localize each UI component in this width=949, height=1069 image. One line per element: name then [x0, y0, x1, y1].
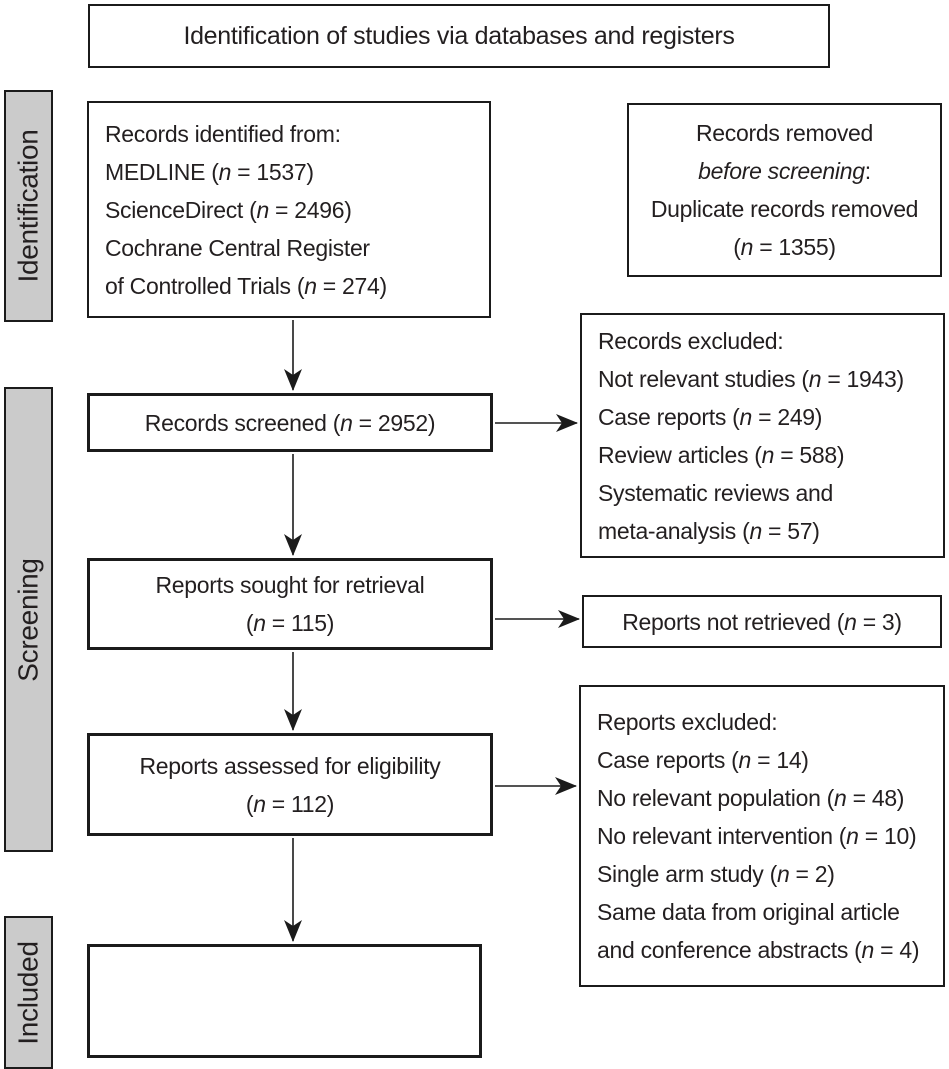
- records-excluded-text: Records excluded:Not relevant studies (n…: [598, 327, 904, 544]
- reports-excluded-text: Reports excluded:Case reports (n = 14)No…: [597, 709, 920, 963]
- sidebar-identification-label: Identification: [12, 129, 44, 283]
- box-reports-excluded: Reports excluded:Case reports (n = 14)No…: [579, 685, 945, 987]
- records-identified-text: Records identified from:MEDLINE (n = 153…: [105, 120, 387, 299]
- title-text: Identification of studies via databases …: [183, 22, 735, 50]
- box-reports-not-retrieved: Reports not retrieved (n = 3): [582, 595, 942, 648]
- box-records-excluded: Records excluded:Not relevant studies (n…: [580, 313, 945, 558]
- box-reports-sought: Reports sought for retrieval(n = 115): [87, 558, 493, 650]
- reports-assessed-text: Reports assessed for eligibility(n = 112…: [139, 752, 441, 817]
- box-studies-included: [87, 944, 482, 1058]
- records-screened-text: Records screened (n = 2952): [144, 409, 436, 436]
- title-box: Identification of studies via databases …: [88, 4, 830, 68]
- reports-sought-text: Reports sought for retrieval(n = 115): [155, 572, 425, 636]
- sidebar-screening: Screening: [4, 387, 53, 852]
- sidebar-included-label: Included: [12, 940, 44, 1045]
- box-records-identified: Records identified from:MEDLINE (n = 153…: [87, 101, 491, 318]
- box-reports-assessed: Reports assessed for eligibility(n = 112…: [87, 733, 493, 836]
- sidebar-screening-label: Screening: [12, 557, 44, 682]
- sidebar-included: Included: [4, 916, 53, 1069]
- reports-not-retrieved-text: Reports not retrieved (n = 3): [622, 608, 902, 635]
- sidebar-identification: Identification: [4, 90, 53, 322]
- box-records-screened: Records screened (n = 2952): [87, 393, 493, 452]
